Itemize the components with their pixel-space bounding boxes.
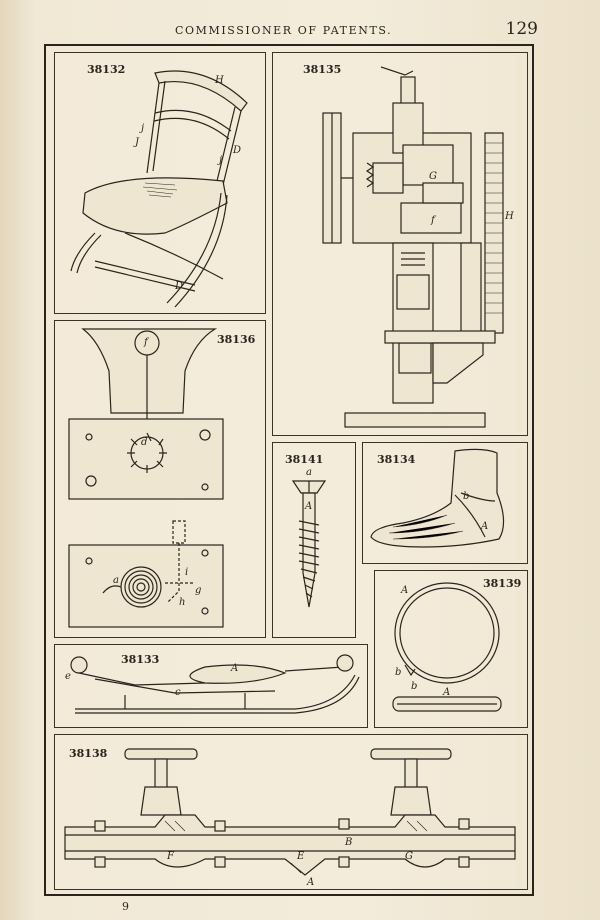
figure-38136-number: 38136 [217,333,256,346]
fig-38136-label-d: d [141,437,147,448]
fig-38134-label-A: A [480,521,488,532]
figure-38138-number: 38138 [69,747,108,760]
figure-38141-panel: 38141 a A [272,442,356,638]
figure-38135-panel: 38135 [272,52,528,436]
fig-38138-label-E: E [296,851,305,862]
figure-38141-number: 38141 [285,453,324,466]
figure-38133-panel: 38133 A e c [54,644,368,728]
figure-38135-number: 38135 [303,63,342,76]
fig-38139-label-b2: b [411,681,417,692]
fig-38136-label-g: g [195,585,201,596]
figure-38135-machine-drawing: G f H [322,66,514,428]
page-number: 129 [505,19,538,39]
figure-38136-drawing: f d a g h i [68,328,224,628]
figure-38136-panel: 38136 [54,320,266,638]
fig-38136-label-h: h [179,597,185,608]
fig-38139-label-b: b [395,667,401,678]
fig-38132-label-D: D [232,145,241,156]
fig-38132-label-j: j [139,123,144,134]
fig-38138-label-F: F [166,851,175,862]
fig-38141-label-A: A [304,501,312,512]
figure-38139-number: 38139 [483,577,522,590]
fig-38135-label-G: G [429,171,437,182]
figure-38141-screw-drawing: a A [291,467,327,608]
figure-38138-pipe-drawing: F B E G A [64,748,516,888]
figure-38138-panel: 38138 F [54,734,528,890]
fig-38132-label-D2: D [174,281,183,292]
fig-38135-label-f: f [430,215,437,226]
fig-38138-label-G: G [405,851,413,862]
fig-38134-label-b: b [463,491,469,502]
figure-38134-number: 38134 [377,453,416,466]
fig-38132-label-j2: j [217,155,222,166]
fig-38132-label-H: H [214,75,224,86]
fig-38133-label-c: c [175,687,181,698]
fig-38136-label-f: f [143,337,150,348]
fig-38132-label-J: J [133,137,140,148]
page-header: COMMISSIONER OF PATENTS. 129 [50,19,540,42]
figure-38134-foot-drawing: b A [370,448,505,548]
figure-38132-panel: 38132 H j [54,52,266,314]
fig-38138-label-B: B [344,837,352,848]
fig-38139-label-A2: A [442,687,450,698]
plate-frame: 38132 H j [44,44,534,896]
fig-38139-label-A: A [400,585,408,596]
fig-38136-label-i: i [185,567,188,578]
signature-mark: 9 [122,900,129,913]
fig-38135-label-H: H [504,211,514,222]
running-title: COMMISSIONER OF PATENTS. [175,24,393,37]
fig-38133-label-e: e [65,671,71,682]
figure-38134-panel: 38134 b A [362,442,528,564]
figure-38132-number: 38132 [87,63,126,76]
figure-38139-panel: 38139 A b b A [374,570,528,728]
figure-38139-ring-drawing: A b b A [392,582,502,712]
fig-38141-label-a: a [306,467,312,478]
figure-38132-chair-drawing: H j J j D D [70,70,248,308]
figure-38133-sled-drawing: A e c [65,654,360,714]
figure-38133-number: 38133 [121,653,160,666]
fig-38136-label-a: a [113,575,119,586]
fig-38133-label-A: A [230,663,238,674]
fig-38138-label-A: A [306,877,314,888]
